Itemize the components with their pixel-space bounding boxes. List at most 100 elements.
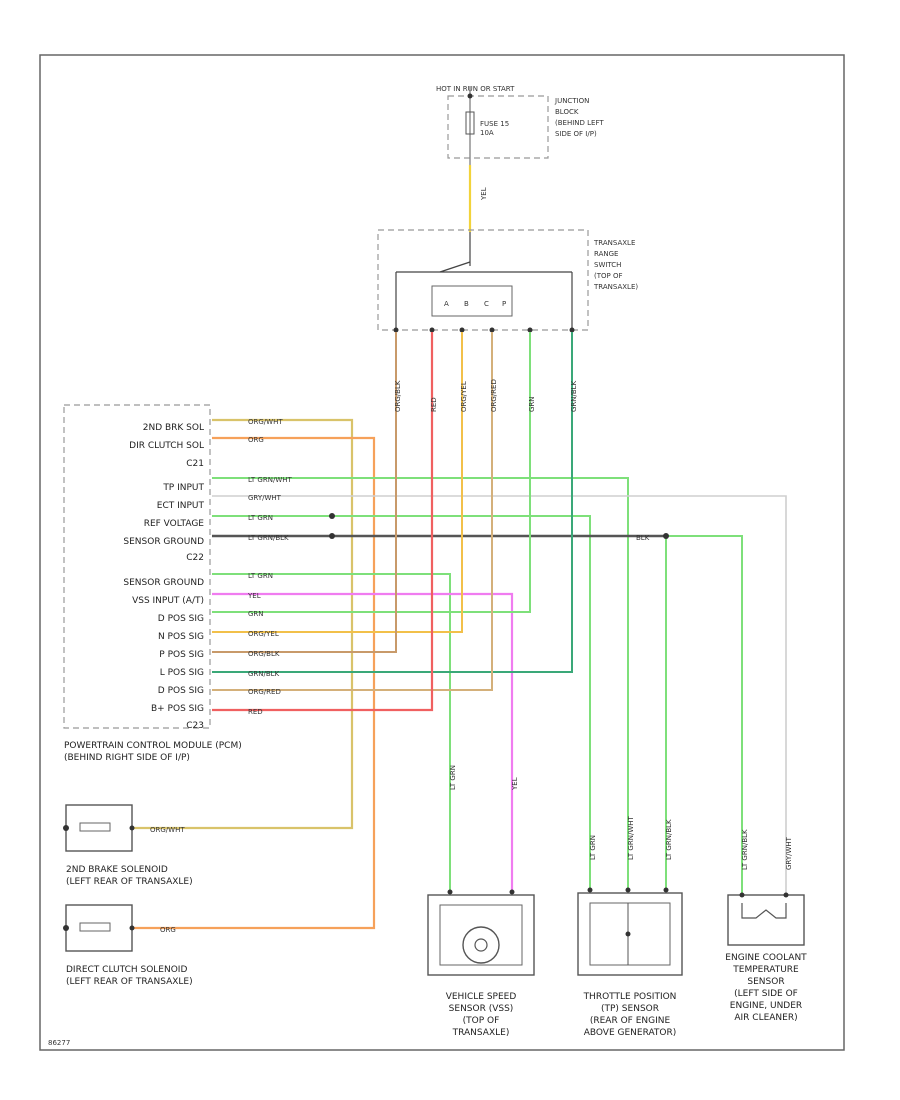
wire-label-yel: YEL (247, 592, 261, 600)
vlabel-tps-lt-grn-wht: LT GRN/WHT (627, 815, 635, 860)
ect-label-line2: TEMPERATURE (732, 965, 799, 975)
junction-block-line1: JUNCTION (554, 97, 589, 105)
wire-label-org-blk: ORG/BLK (248, 650, 280, 658)
sol1-label-line1: 2ND BRAKE SOLENOID (66, 865, 168, 875)
figure-id: 86277 (48, 1039, 70, 1047)
pcm-pin-b-pos-sig: B+ POS SIG (151, 704, 204, 714)
diagram-frame (39, 54, 845, 1051)
range-contact-p: P (502, 300, 506, 308)
wire-lt-grn-wht (212, 477, 629, 890)
vlabel-red: RED (430, 397, 438, 412)
sol2-label-line2: (LEFT REAR OF TRANSAXLE) (66, 977, 193, 987)
junction-block-line2: BLOCK (555, 108, 579, 116)
range-switch-line2: RANGE (594, 250, 618, 258)
wire-label-blk: BLK (636, 534, 650, 542)
ect-label-line4: (LEFT SIDE OF (734, 989, 798, 999)
wire-label-sol1: ORG/WHT (150, 826, 185, 834)
pcm-pin-2nd-brk-sol: 2ND BRK SOL (143, 423, 204, 433)
wire-grn-blk (212, 332, 573, 673)
range-switch-line3: SWITCH (594, 261, 621, 269)
fuse-rating: 10A (480, 129, 494, 137)
wire-vss-input (212, 592, 514, 890)
engine-coolant-temp-sensor: ENGINE COOLANT TEMPERATURE SENSOR (LEFT … (725, 892, 807, 1023)
wire-grn (212, 332, 531, 613)
wire-label-lt-grn-blk: LT GRN/BLK (248, 534, 289, 542)
pcm-caption-line1: POWERTRAIN CONTROL MODULE (PCM) (64, 741, 242, 751)
pcm-pin-l-pos-sig: L POS SIG (160, 668, 204, 678)
vlabel-tps-lt-grn-blk: LT GRN/BLK (665, 819, 673, 860)
pcm-pin-p-pos-sig: P POS SIG (159, 650, 204, 660)
wire-label-org-wht: ORG/WHT (248, 418, 283, 426)
range-switch-line4: (TOP OF (594, 272, 623, 280)
range-contact-c: C (484, 300, 489, 308)
wire-label-lt-grn-wht: LT GRN/WHT (248, 476, 293, 484)
wire-label-lt-grn: LT GRN (248, 514, 273, 522)
vlabel-vss-lt-grn: LT GRN (449, 765, 457, 790)
fuse-label: FUSE 15 (480, 120, 509, 128)
range-contact-b: B (464, 300, 469, 308)
tps-label-line3: (REAR OF ENGINE (590, 1016, 671, 1026)
vss-label-line1: VEHICLE SPEED (446, 992, 517, 1002)
vehicle-speed-sensor: VEHICLE SPEED SENSOR (VSS) (TOP OF TRANS… (427, 889, 535, 1038)
vlabel-ect-gry-wht: GRY/WHT (785, 836, 793, 870)
wire-label-lt-grn-2: LT GRN (248, 572, 273, 580)
wire-label-sol2: ORG (160, 926, 176, 934)
junction-block-line4: SIDE OF I/P) (555, 130, 597, 138)
vlabel-ect-lt-grn-blk: LT GRN/BLK (741, 829, 749, 870)
vlabel-tps-lt-grn: LT GRN (589, 835, 597, 860)
range-switch-line1: TRANSAXLE (593, 239, 635, 247)
wire-label-red: RED (248, 708, 263, 716)
transaxle-range-switch: TRANSAXLE RANGE SWITCH (TOP OF TRANSAXLE… (377, 229, 638, 333)
wire-label-org-red: ORG/RED (248, 688, 281, 696)
direct-clutch-solenoid: DIRECT CLUTCH SOLENOID (LEFT REAR OF TRA… (63, 904, 193, 987)
pcm-pin-d-pos-sig: D POS SIG (158, 614, 204, 624)
wire-org-blk (212, 332, 397, 653)
vss-label-line4: TRANSAXLE) (452, 1028, 510, 1038)
wire-label-yel-top: YEL (480, 187, 488, 201)
sol2-label-line1: DIRECT CLUTCH SOLENOID (66, 965, 187, 975)
pcm-pin-vss-input: VSS INPUT (A/T) (132, 596, 204, 606)
throttle-position-sensor: THROTTLE POSITION (TP) SENSOR (REAR OF E… (577, 887, 683, 1038)
wire-label-grn: GRN (248, 610, 264, 618)
wire-red (212, 332, 434, 712)
pcm-connector-c22: C22 (186, 553, 204, 563)
vlabel-org-red: ORG/RED (490, 379, 498, 412)
vlabel-org-yel: ORG/YEL (460, 381, 468, 412)
junction-block-line3: (BEHIND LEFT (555, 119, 604, 127)
vss-label-line3: (TOP OF (463, 1016, 500, 1026)
wire-label-gry-wht: GRY/WHT (248, 494, 282, 502)
wire-org-red (212, 332, 493, 691)
wire-org-yel (212, 332, 463, 633)
range-switch-line5: TRANSAXLE) (593, 283, 638, 291)
ect-label-line1: ENGINE COOLANT (725, 953, 807, 963)
wire-lt-grn-vss (212, 573, 451, 890)
pcm-pin-tp-input: TP INPUT (162, 483, 204, 493)
sol1-label-line2: (LEFT REAR OF TRANSAXLE) (66, 877, 193, 887)
wire-org-wht (134, 418, 354, 830)
vlabel-grn-blk: GRN/BLK (570, 380, 578, 412)
pcm-pin-dir-clutch-sol: DIR CLUTCH SOL (129, 441, 204, 451)
junction-block: HOT IN RUN OR START FUSE 15 10A JUNCTION… (436, 85, 604, 182)
wire-org (134, 436, 376, 930)
vlabel-grn: GRN (528, 396, 536, 412)
pcm-pin-d-pos-sig-2: D POS SIG (158, 686, 204, 696)
pcm-pin-n-pos-sig: N POS SIG (158, 632, 204, 642)
pcm-connector-c23: C23 (186, 721, 204, 731)
vlabel-org-blk: ORG/BLK (394, 380, 402, 412)
ect-label-line6: AIR CLEANER) (734, 1013, 797, 1023)
wire-label-org-yel: ORG/YEL (248, 630, 279, 638)
hot-in-run-label: HOT IN RUN OR START (436, 85, 515, 93)
tps-label-line1: THROTTLE POSITION (583, 992, 677, 1002)
pcm-connector-c21: C21 (186, 459, 204, 469)
pcm-caption-line2: (BEHIND RIGHT SIDE OF I/P) (64, 753, 190, 763)
pcm-pin-sensor-ground-2: SENSOR GROUND (123, 578, 204, 588)
range-contact-a: A (444, 300, 449, 308)
tps-label-line2: (TP) SENSOR (601, 1004, 659, 1014)
pcm-pin-sensor-ground: SENSOR GROUND (123, 537, 204, 547)
tps-label-line4: ABOVE GENERATOR) (584, 1028, 677, 1038)
pcm-pin-ref-voltage: REF VOLTAGE (144, 519, 205, 529)
pcm: 2ND BRK SOL DIR CLUTCH SOL C21 TP INPUT … (63, 404, 242, 763)
ect-label-line3: SENSOR (747, 977, 784, 987)
wire-gry-wht (212, 495, 787, 895)
